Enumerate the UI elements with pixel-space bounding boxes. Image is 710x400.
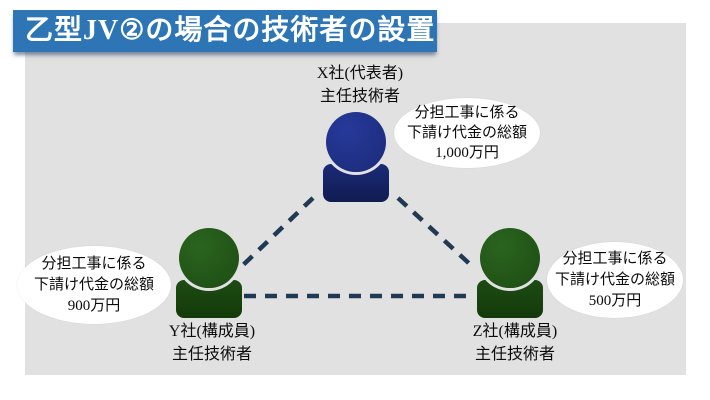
person-head-icon xyxy=(480,228,540,288)
bubble-line: 分担工事に係る xyxy=(414,105,520,121)
bubble-line: 下請け代金の総額 xyxy=(554,271,675,288)
bubble-line: 分担工事に係る xyxy=(41,255,147,272)
connector-x-z xyxy=(396,196,475,269)
role-name-x: 主任技術者 xyxy=(319,88,400,105)
node-label-x: X社(代表者) 主任技術者 xyxy=(280,62,440,108)
company-name-y: Y社(構成員) xyxy=(168,323,256,340)
company-name-x: X社(代表者) xyxy=(316,65,404,82)
subcontract-bubble-x: 分担工事に係る 下請け代金の総額 1,000万円 xyxy=(394,98,540,168)
bubble-line: 下請け代金の総額 xyxy=(33,276,154,293)
company-name-z: Z社(構成員) xyxy=(472,323,558,340)
bubble-line: 下請け代金の総額 xyxy=(406,125,527,141)
node-label-y: Y社(構成員) 主任技術者 xyxy=(132,320,292,366)
node-label-z: Z社(構成員) 主任技術者 xyxy=(435,320,595,366)
connector-x-y xyxy=(239,196,315,269)
person-icon-x xyxy=(323,112,389,202)
subcontract-bubble-y: 分担工事に係る 下請け代金の総額 900万円 xyxy=(17,246,171,324)
bubble-amount: 900万円 xyxy=(67,297,121,314)
role-name-y: 主任技術者 xyxy=(171,346,252,363)
person-icon-y xyxy=(176,228,242,318)
subcontract-bubble-z: 分担工事に係る 下請け代金の総額 500万円 xyxy=(547,242,683,318)
bubble-amount: 500万円 xyxy=(588,292,642,309)
role-name-z: 主任技術者 xyxy=(474,346,555,363)
slide-title-bar: 乙型JV②の場合の技術者の設置 xyxy=(13,10,437,52)
person-head-icon xyxy=(179,228,239,288)
slide-title: 乙型JV②の場合の技術者の設置 xyxy=(25,15,436,46)
bubble-line: 分担工事に係る xyxy=(562,250,668,267)
person-icon-z xyxy=(477,228,543,318)
person-head-icon xyxy=(326,112,386,172)
bubble-amount: 1,000万円 xyxy=(435,145,499,161)
